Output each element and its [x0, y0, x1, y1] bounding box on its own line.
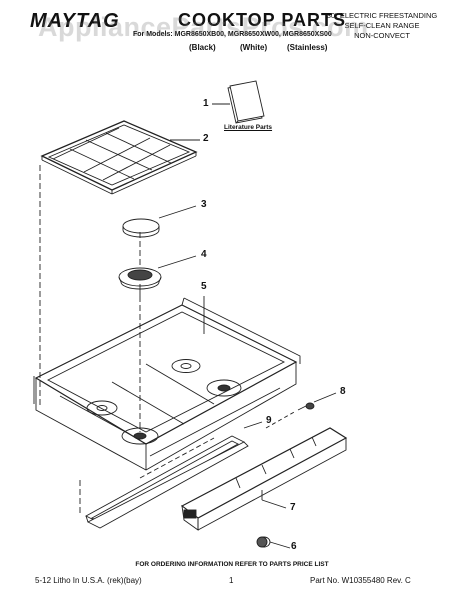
brand-logo: MAYTAG: [30, 10, 120, 32]
watermark: AppliancePartsPros.com: [38, 12, 369, 42]
ordering-note: FOR ORDERING INFORMATION REFER TO PARTS …: [135, 561, 329, 568]
cooktop-panel: [33, 297, 301, 471]
color-stainless-label: (Stainless): [287, 43, 328, 52]
burner-head: [118, 267, 162, 296]
callout-6: 6: [291, 541, 297, 552]
description-line-2: SELF-CLEAN RANGE: [344, 21, 420, 30]
page-number: 1: [229, 576, 234, 585]
front-trim-rail: [85, 435, 249, 529]
product-description: 30" ELECTRIC FREESTANDING SELF-CLEAN RAN…: [316, 11, 448, 41]
callout-2: 2: [203, 133, 209, 144]
description-line-1: 30" ELECTRIC FREESTANDING: [326, 11, 438, 20]
callout-7: 7: [290, 502, 296, 513]
burner-grate: [40, 120, 198, 195]
callout-1: 1: [203, 98, 209, 109]
color-black-label: (Black): [189, 43, 216, 52]
leader-9: [243, 421, 263, 429]
callout-3: 3: [201, 199, 207, 210]
part-number: Part No. W10355480 Rev. C: [310, 576, 411, 585]
leader-7b: [261, 499, 287, 509]
callout-4: 4: [201, 249, 207, 260]
control-knob: [256, 536, 291, 549]
mounting-screw: [265, 402, 315, 429]
leader-3: [158, 205, 197, 219]
callout-5: 5: [201, 281, 207, 292]
litho-info: 5-12 Litho In U.S.A. (rek)(bay): [35, 576, 142, 585]
page-title: COOKTOP PARTS: [178, 10, 347, 30]
color-white-label: (White): [240, 43, 268, 52]
burner-cap: [122, 218, 160, 238]
callout-8: 8: [340, 386, 346, 397]
model-numbers: For Models: MGR8650XB00, MGR8650XW00, MG…: [133, 31, 332, 38]
leader-4: [157, 255, 197, 269]
callout-9: 9: [266, 415, 272, 426]
literature-booklet: [227, 80, 265, 124]
leader-8: [313, 392, 337, 403]
description-line-3: NON-CONVECT: [354, 31, 410, 40]
control-panel-bar: [180, 427, 348, 531]
literature-parts-label: Literature Parts: [224, 124, 273, 131]
